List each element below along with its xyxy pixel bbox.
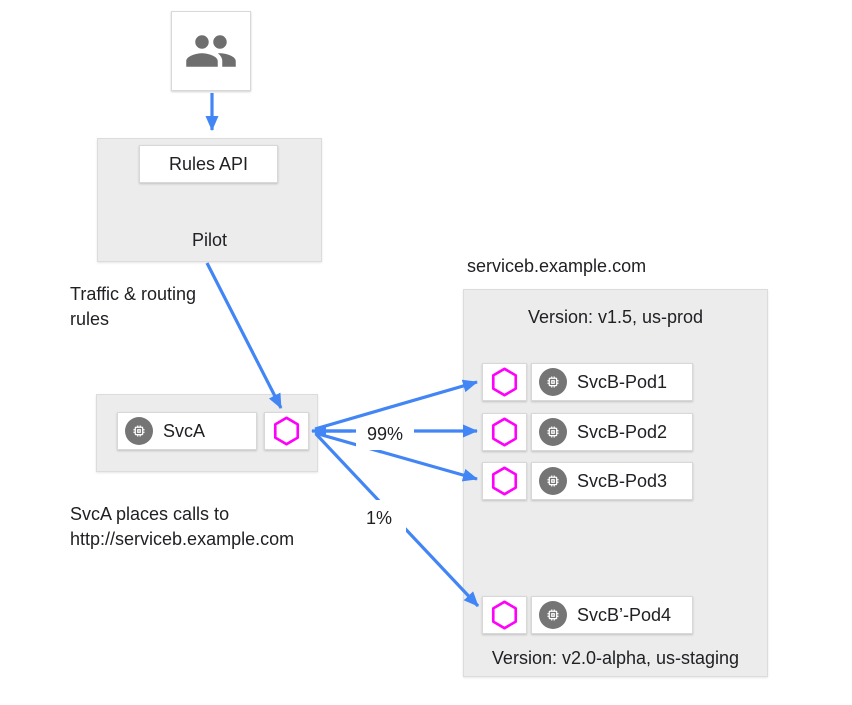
pod3-box: SvcB-Pod3 [531, 462, 693, 500]
svca-label: SvcA [163, 420, 206, 441]
chip-icon [539, 418, 567, 446]
pod1-proxy-box [482, 363, 527, 401]
panel-version-header: Version: v1.5, us-prod [527, 307, 704, 327]
chip-icon [539, 368, 567, 396]
pod2-box: SvcB-Pod2 [531, 413, 693, 451]
pod4-proxy-box [482, 596, 527, 634]
rules-api-label: Rules API [168, 153, 249, 174]
svca-caption-line1: SvcA places calls to [70, 504, 230, 524]
svca-box: SvcA [117, 412, 257, 450]
pod4-label: SvcB’-Pod4 [577, 604, 672, 625]
hexagon-proxy-icon [483, 363, 526, 401]
hexagon-proxy-icon [483, 413, 526, 451]
pod1-box: SvcB-Pod1 [531, 363, 693, 401]
traffic-rules-line1: Traffic & routing [70, 284, 197, 304]
arrow-proxy-to-pod3 [314, 431, 478, 482]
serviceb-title: serviceb.example.com [467, 256, 647, 276]
arrow-proxy-to-pod1 [314, 379, 478, 431]
pod2-label: SvcB-Pod2 [577, 421, 668, 442]
pilot-label: Pilot [191, 230, 227, 250]
svca-proxy-box [264, 412, 309, 450]
chip-icon [539, 467, 567, 495]
people-icon [184, 24, 238, 78]
svca-caption: SvcA places calls to http://serviceb.exa… [70, 502, 294, 552]
users-box [171, 11, 251, 91]
chip-icon [125, 417, 153, 445]
arrow-pilot-to-proxy [205, 262, 283, 409]
hexagon-proxy-icon [265, 412, 308, 450]
traffic-rules-note: Traffic & routing rules [70, 282, 196, 332]
rules-api-box: Rules API [139, 145, 278, 183]
weight-99-label: 99% [356, 419, 415, 450]
pod1-label: SvcB-Pod1 [577, 371, 668, 392]
pod2-proxy-box [482, 413, 527, 451]
svca-caption-line2: http://serviceb.example.com [70, 529, 295, 549]
pod3-label: SvcB-Pod3 [577, 470, 668, 491]
hexagon-proxy-icon [483, 596, 526, 634]
pod3-proxy-box [482, 462, 527, 500]
pod4-box: SvcB’-Pod4 [531, 596, 693, 634]
traffic-rules-line2: rules [70, 309, 110, 329]
hexagon-proxy-icon [483, 462, 526, 500]
weight-1-label: 1% [352, 500, 407, 537]
chip-icon [539, 601, 567, 629]
panel-version-footer: Version: v2.0-alpha, us-staging [491, 648, 740, 668]
